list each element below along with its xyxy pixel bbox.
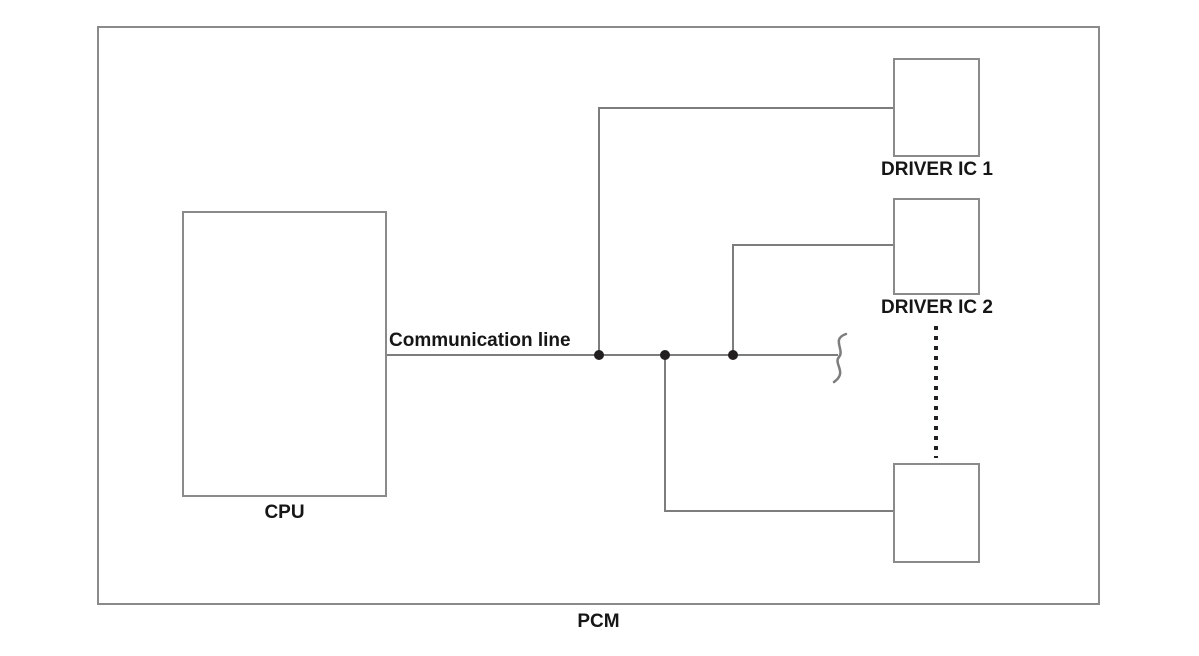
driver-ic-1-label: DRIVER IC 1: [881, 159, 993, 180]
cpu-box: [182, 211, 387, 497]
pcm-boundary-box: [97, 26, 1100, 605]
driver-ic-n-box: [893, 463, 980, 563]
communication-line-label: Communication line: [389, 330, 571, 351]
driver-ic-2-label: DRIVER IC 2: [881, 297, 993, 318]
driver-ic-1-box: [893, 58, 980, 157]
pcm-label: PCM: [577, 611, 620, 632]
driver-ic-2-box: [893, 198, 980, 295]
cpu-label: CPU: [264, 502, 305, 523]
